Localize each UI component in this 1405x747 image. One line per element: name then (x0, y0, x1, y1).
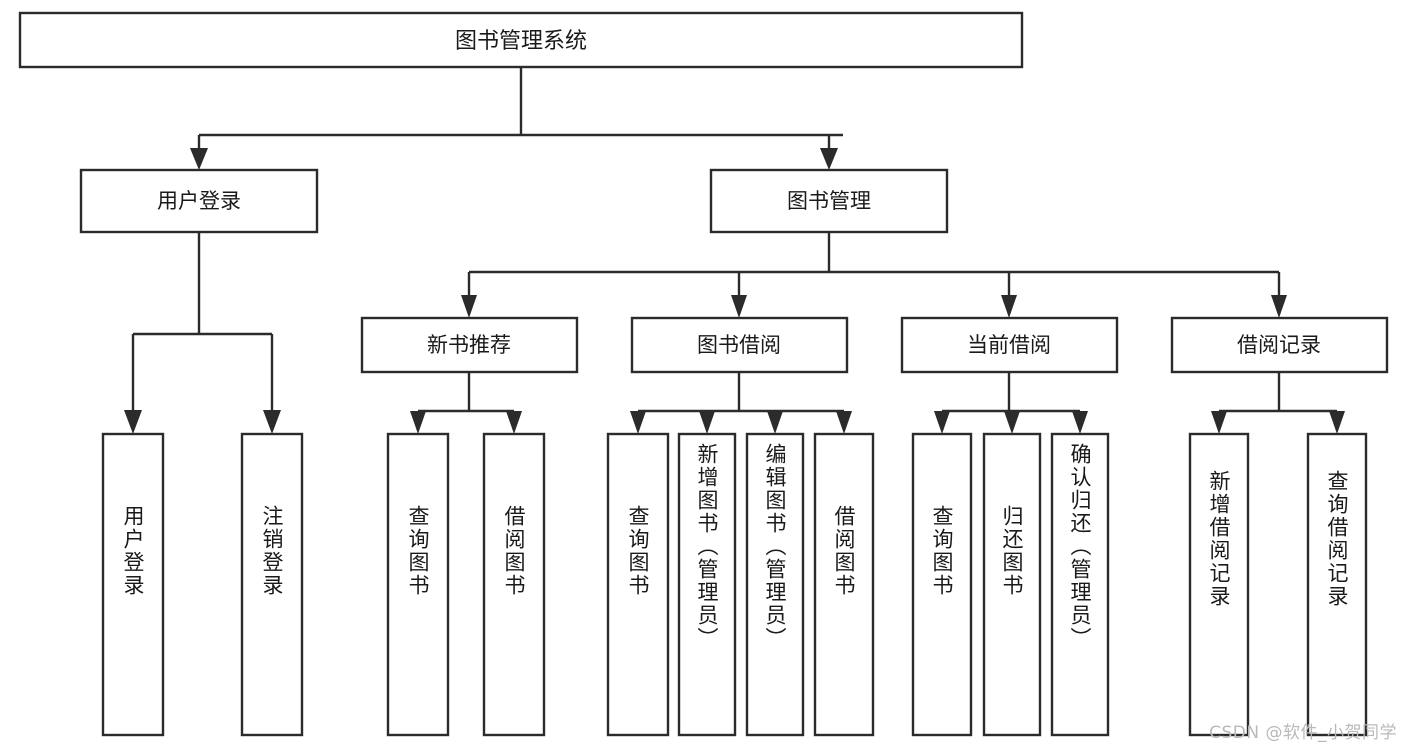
arrow-head-leaf-confirm-return (1072, 411, 1088, 434)
arrow-head-borrow-record (1271, 295, 1287, 318)
arrow-head-new-book-rec (461, 295, 477, 318)
leaf-box-add-book[interactable] (677, 432, 737, 737)
leaf-box-logout[interactable] (240, 432, 304, 737)
node-root-system[interactable]: 图书管理系统 (18, 11, 1024, 69)
arrow-head-book-mgmt (820, 148, 838, 170)
node-book-management[interactable]: 图书管理 (709, 168, 949, 234)
arrow-head-leaf-borrow-book-2 (836, 411, 852, 434)
connector-book-borrow-to-leaves (630, 372, 852, 434)
leaf-box-borrow-book-2[interactable] (813, 432, 875, 737)
leaf-box-query-book-3[interactable] (911, 432, 973, 737)
node-user-login-label: 用户登录 (157, 189, 241, 213)
connector-borrow-record-to-leaves (1211, 372, 1345, 434)
leaf-box-query-record[interactable] (1306, 432, 1368, 737)
node-current-borrow[interactable]: 当前借阅 (900, 316, 1119, 374)
node-new-book-recommend-box[interactable] (360, 316, 579, 374)
arrow-head-book-borrow (731, 295, 747, 318)
node-borrow-record[interactable]: 借阅记录 (1170, 316, 1389, 374)
node-user-login-box[interactable] (79, 168, 319, 234)
node-current-borrow-box[interactable] (900, 316, 1119, 374)
arrow-head-leaf-borrow-book-1 (506, 411, 522, 434)
arrow-head-leaf-user-login (124, 410, 142, 434)
arrow-head-leaf-query-book-2 (630, 411, 646, 434)
arrow-head-current-borrow (1001, 295, 1017, 318)
leaf-boxes (101, 432, 1368, 737)
arrow-head-user-login (190, 148, 208, 170)
leaf-box-borrow-book-1[interactable] (482, 432, 546, 737)
node-user-login[interactable]: 用户登录 (79, 168, 319, 234)
leaf-box-query-book-1[interactable] (386, 432, 450, 737)
leaf-box-add-record[interactable] (1188, 432, 1250, 737)
node-new-book-recommend[interactable]: 新书推荐 (360, 316, 579, 374)
leaf-box-query-book-2[interactable] (606, 432, 670, 737)
node-borrow-record-label: 借阅记录 (1237, 333, 1321, 357)
leaf-box-edit-book[interactable] (745, 432, 805, 737)
arrow-head-leaf-edit-book (767, 411, 783, 434)
arrow-head-leaf-return-book (1004, 411, 1020, 434)
node-root-system-box[interactable] (18, 11, 1024, 69)
node-book-management-box[interactable] (709, 168, 949, 234)
node-book-borrow[interactable]: 图书借阅 (630, 316, 849, 374)
connector-new-book-rec-to-leaves (410, 372, 522, 434)
connector-user-login-to-leaves (124, 232, 281, 434)
arrow-head-leaf-query-record (1329, 411, 1345, 434)
node-root-system-label: 图书管理系统 (455, 29, 587, 54)
leaf-box-confirm-return[interactable] (1050, 432, 1110, 737)
node-new-book-recommend-label: 新书推荐 (427, 333, 511, 357)
leaf-box-return-book[interactable] (982, 432, 1042, 737)
node-borrow-record-box[interactable] (1170, 316, 1389, 374)
connector-current-borrow-to-leaves (934, 372, 1088, 434)
node-book-borrow-label: 图书借阅 (697, 333, 781, 357)
node-current-borrow-label: 当前借阅 (967, 333, 1051, 357)
arrow-head-leaf-add-record (1211, 411, 1227, 434)
node-book-management-label: 图书管理 (787, 189, 871, 213)
connector-root-to-level2 (190, 67, 843, 170)
arrow-head-leaf-query-book-3 (934, 411, 950, 434)
connector-book-mgmt-to-level3 (461, 232, 1287, 318)
leaf-box-user-login[interactable] (101, 432, 165, 737)
arrow-head-leaf-add-book (699, 411, 715, 434)
node-book-borrow-box[interactable] (630, 316, 849, 374)
arrow-head-leaf-query-book-1 (410, 411, 426, 434)
arrow-head-leaf-logout (263, 410, 281, 434)
